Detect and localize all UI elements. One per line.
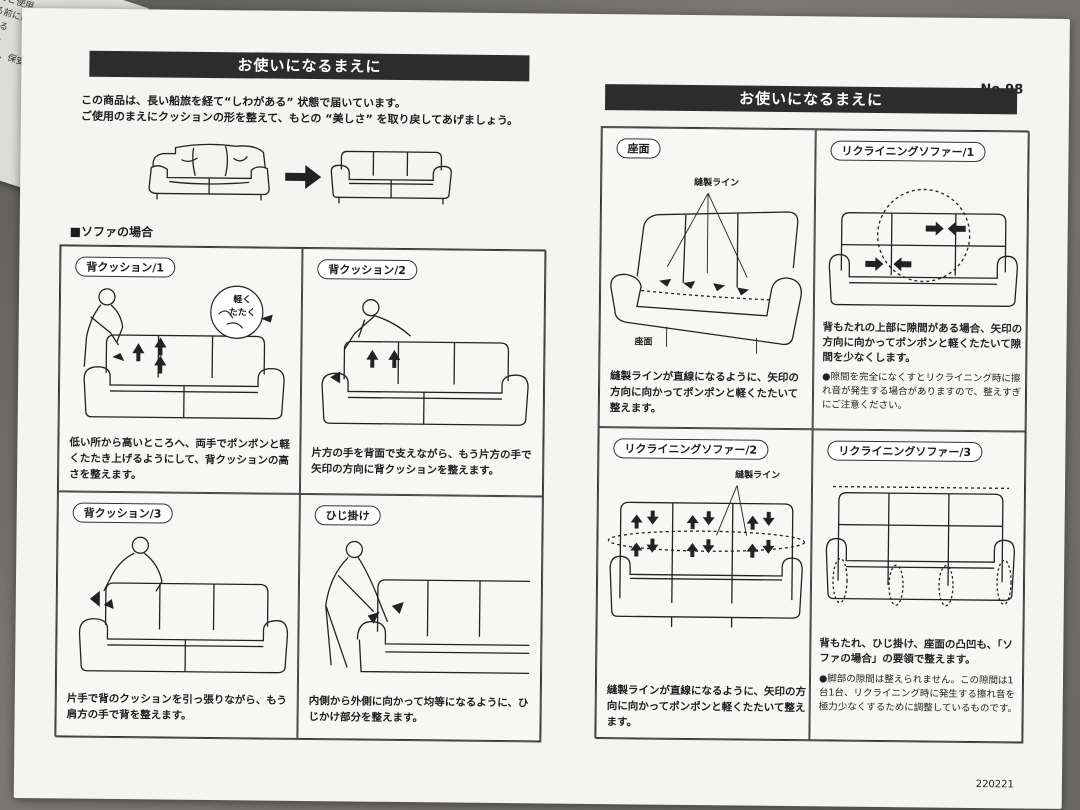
panel-caption: 背もたれ、ひじ掛け、座面の凸凹も、「ソファの場合」の要領で整えます。	[819, 637, 1013, 667]
panel-caption: 片方の手を背面で支えながら、もう片方の手で矢印の方向に背クッションを整えます。	[311, 447, 532, 478]
up-arrows-icon	[112, 337, 167, 374]
intro-text: この商品は、長い船旅を経て“しわがある” 状態で届いています。 ご使用のまえにク…	[81, 93, 551, 130]
up-arrows-icon	[330, 349, 401, 384]
panel-note: ●隙間を完全になくすとリクライニング時に擦れ音が発生する場合がありますので、整え…	[821, 371, 1022, 412]
recliner-3-illustration	[825, 485, 1016, 607]
panel-tag: ひじ掛け	[314, 505, 381, 526]
panel-tag: リクライニングソファー/3	[827, 440, 983, 463]
panel-recliner-2: リクライニングソファー/2 縫製ライン	[595, 427, 813, 742]
armrest-illustration	[325, 540, 531, 674]
before-after-illustration	[148, 143, 452, 205]
arrows-icon	[659, 278, 750, 296]
panel-caption: 縫製ラインが直線になるように、矢印の方向に向かってポンポンと軽くたたいて整えます…	[606, 684, 807, 729]
footer-code: 220221	[975, 779, 1014, 791]
sofa-panel-grid: 背クッション/1	[54, 244, 547, 743]
left-page: お使いになるまえに この商品は、長い船旅を経て“しわがある” 状態で届いています…	[54, 8, 562, 803]
panel-caption: 背もたれの上部に隙間がある場合、矢印の方向に向かってポンポンと軽くたたいて隙間を…	[822, 321, 1023, 365]
panel-tag: 座面	[616, 138, 661, 159]
back-cushion-2-illustration	[321, 299, 529, 426]
panel-back-cushion-2: 背クッション/2 片方の手	[299, 247, 547, 497]
panel-caption: 縫製ラインが直線になるように、矢印の方向に向かってポンポンと軽くたたいて整えます…	[609, 370, 799, 415]
panel-tag: 背クッション/3	[72, 502, 173, 524]
right-page-title: お使いになるまえに	[604, 84, 1018, 115]
recliner-panel-grid: 座面 縫製ライン	[594, 126, 1030, 744]
recliner-2-illustration	[607, 485, 806, 628]
instruction-sheet: お使いになるまえに この商品は、長い船旅を経て“しわがある” 状態で届いています…	[13, 8, 1070, 809]
back-cushion-1-illustration	[83, 285, 285, 420]
panel-recliner-1: リクライニングソファー/1	[812, 129, 1030, 432]
seat-label: 座面	[634, 337, 653, 348]
panel-tag: リクライニングソファー/2	[613, 438, 769, 460]
recliner-1-illustration	[828, 188, 1018, 307]
callout-label: 軽く たたく	[228, 295, 256, 319]
panel-caption: 片手で背のクッションを引っ張りながら、もう肩方の手で背を整えます。	[66, 692, 288, 722]
panel-caption: 低い所から高いところへ、両手でポンポンと軽くたたき上げるようにして、背クッション…	[69, 436, 291, 482]
panel-back-cushion-1: 背クッション/1	[57, 245, 303, 494]
arrows-icon	[367, 602, 404, 624]
back-cushion-3-illustration	[78, 536, 289, 674]
right-page: No.98 お使いになるまえに 座面 縫製ライン	[594, 14, 1042, 809]
panel-tag: リクライニングソファー/1	[830, 140, 986, 163]
arrow-right-icon	[285, 164, 322, 189]
panel-back-cushion-3: 背クッション/3 片手で背のクッションを引っ張りなが	[55, 491, 300, 740]
panel-tag: 背クッション/2	[317, 259, 418, 281]
panel-recliner-3: リクライニングソファー/3 背もたれ、ひじ掛	[809, 429, 1027, 744]
panel-caption: 内側から外側に向かって均等になるように、ひじかけ部分を整えます。	[308, 695, 529, 725]
panel-seat: 座面 縫製ライン	[598, 127, 816, 430]
wrinkled-sofa-icon	[148, 143, 270, 201]
arrows-icon	[630, 510, 775, 558]
arrows-icon	[865, 221, 966, 272]
neat-sofa-icon	[330, 150, 452, 205]
panel-armrest: ひじ掛け 内側から外側に向かって均等になるように、ひ	[297, 493, 544, 743]
pat-callout-icon	[210, 285, 273, 339]
arrows-icon	[89, 590, 114, 609]
panel-note: ●脚部の隙間は整えられません。この隙間は1台1台、リクライニング時に発生する擦れ…	[818, 673, 1018, 715]
section-label-sofa: ■ソファの場合	[69, 224, 154, 240]
left-page-title: お使いになるまえに	[89, 50, 530, 82]
seat-illustration	[610, 192, 802, 354]
panel-tag: 背クッション/1	[75, 256, 176, 278]
